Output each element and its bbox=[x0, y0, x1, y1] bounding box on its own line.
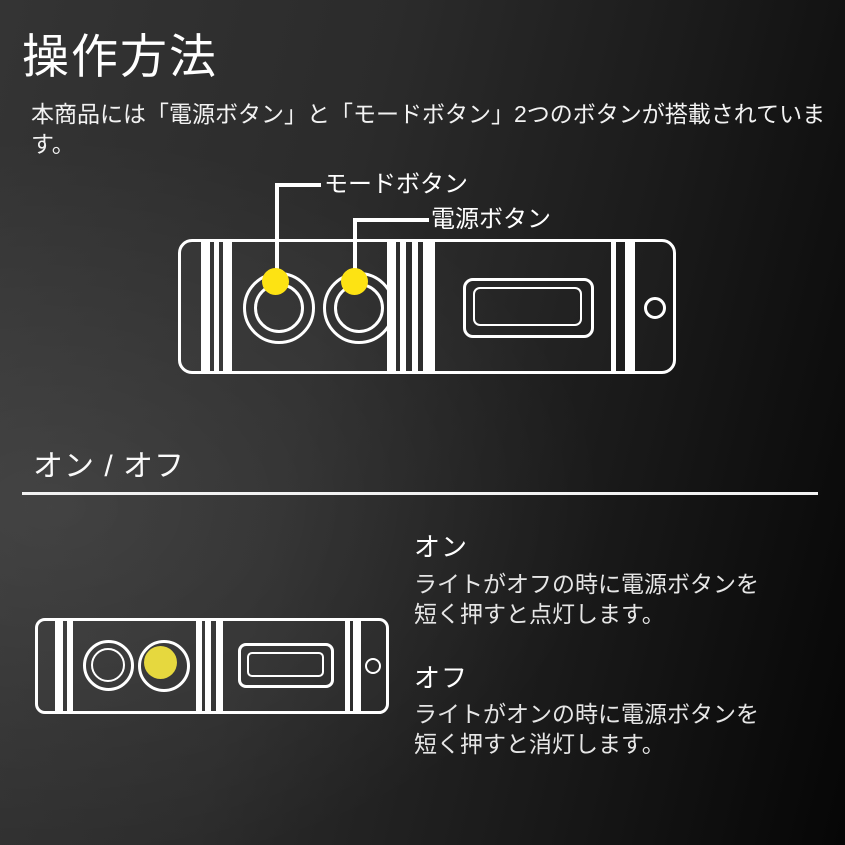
stripe-decoration bbox=[625, 242, 635, 371]
stripe-decoration bbox=[611, 242, 616, 371]
page-subtitle: 本商品には「電源ボタン」と「モードボタン」2つのボタンが搭載されています。 bbox=[31, 101, 826, 157]
page-title: 操作方法 bbox=[22, 30, 218, 83]
stripe-decoration bbox=[196, 621, 202, 711]
stripe-decoration bbox=[55, 621, 63, 711]
off-description-line-2: 短く押すと消灯します。 bbox=[414, 731, 665, 757]
mode-callout-line-vertical bbox=[275, 183, 279, 273]
power-button-lit-indicator bbox=[144, 646, 177, 679]
mounting-hole bbox=[365, 658, 381, 674]
stripe-decoration bbox=[353, 621, 361, 711]
power-callout-line-horizontal bbox=[353, 218, 429, 222]
device-diagram-large bbox=[178, 239, 676, 374]
mode-button bbox=[83, 640, 134, 691]
stripe-decoration bbox=[214, 242, 219, 371]
mode-button-label: モードボタン bbox=[324, 171, 468, 198]
on-description-line-2: 短く押すと点灯します。 bbox=[414, 601, 665, 627]
stripe-decoration bbox=[423, 242, 435, 371]
usb-port-inner bbox=[247, 652, 324, 677]
usb-port-inner bbox=[473, 287, 582, 326]
stripe-decoration bbox=[201, 242, 210, 371]
stripe-decoration bbox=[400, 242, 406, 371]
on-state-description: ライトがオフの時に電源ボタンを 短く押すと点灯します。 bbox=[414, 569, 759, 629]
usb-port bbox=[238, 643, 334, 688]
power-callout-line-vertical bbox=[353, 218, 357, 273]
power-button-indicator-dot bbox=[341, 268, 368, 295]
stripe-decoration bbox=[387, 242, 396, 371]
section-divider bbox=[22, 492, 818, 495]
off-description-line-1: ライトがオンの時に電源ボタンを bbox=[414, 701, 759, 727]
usb-port bbox=[463, 278, 594, 338]
device-diagram-small bbox=[35, 618, 389, 714]
mode-button-inner-ring bbox=[91, 648, 125, 682]
stripe-decoration bbox=[216, 621, 223, 711]
power-button-label: 電源ボタン bbox=[431, 206, 551, 233]
off-state-title: オフ bbox=[414, 663, 469, 693]
mode-button-indicator-dot bbox=[262, 268, 289, 295]
mode-callout-line-horizontal bbox=[275, 183, 321, 187]
stripe-decoration bbox=[223, 242, 232, 371]
mounting-hole bbox=[644, 297, 666, 319]
section-heading-on-off: オン / オフ bbox=[33, 450, 186, 483]
power-button bbox=[138, 640, 190, 692]
on-description-line-1: ライトがオフの時に電源ボタンを bbox=[414, 571, 759, 597]
stripe-decoration bbox=[205, 621, 211, 711]
on-state-title: オン bbox=[414, 532, 469, 562]
stripe-decoration bbox=[67, 621, 73, 711]
stripe-decoration bbox=[412, 242, 418, 371]
off-state-description: ライトがオンの時に電源ボタンを 短く押すと消灯します。 bbox=[414, 699, 759, 759]
stripe-decoration bbox=[345, 621, 350, 711]
